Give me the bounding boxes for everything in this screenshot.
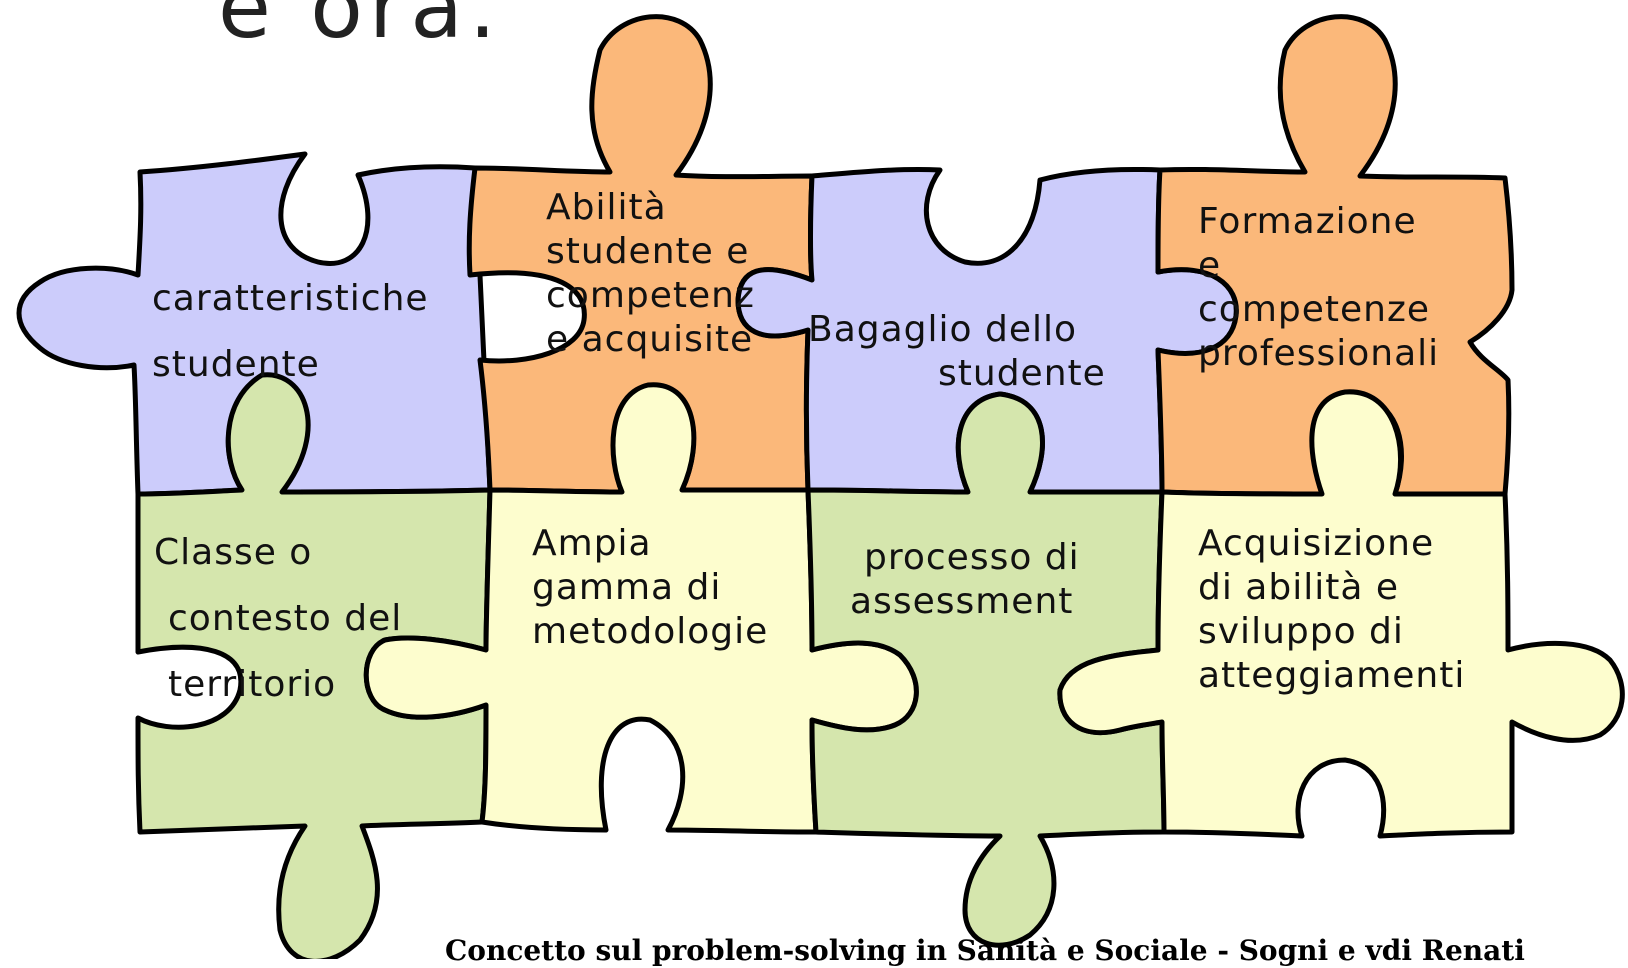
label-abilita-studente: Abilità studente e competenz e acquisite [546, 186, 755, 362]
label-bagaglio-studente: Bagaglio dello studente [808, 308, 1106, 396]
label-line: Ampia [532, 522, 768, 566]
label-line: competenz [546, 274, 755, 318]
label-formazione-competenze: Formazione e competenze professionali [1198, 200, 1439, 376]
label-line: studente [808, 352, 1106, 396]
label-line: Acquisizione [1198, 522, 1465, 566]
label-line: sviluppo di [1198, 610, 1465, 654]
label-line: e acquisite [546, 318, 755, 362]
label-line: contesto del [154, 586, 402, 652]
label-line: competenze [1198, 288, 1439, 332]
label-caratteristiche-studente: caratteristiche studente [152, 266, 429, 398]
slide-footer: Concetto sul problem-solving in Sanità e… [445, 934, 1525, 968]
slide-heading: e ora. [218, 0, 502, 58]
label-line: assessment [850, 580, 1080, 624]
label-line: Bagaglio dello [808, 308, 1106, 352]
label-line: Abilità [546, 186, 755, 230]
label-acquisizione-abilita: Acquisizione di abilità e sviluppo di at… [1198, 522, 1465, 698]
label-line: Formazione [1198, 200, 1439, 244]
label-line: processo di [850, 536, 1080, 580]
label-classe-contesto: Classe o contesto del territorio [154, 520, 402, 718]
label-line: professionali [1198, 332, 1439, 376]
label-line: metodologie [532, 610, 768, 654]
label-line: studente [152, 332, 429, 398]
label-gamma-metodologie: Ampia gamma di metodologie [532, 522, 768, 654]
label-line: gamma di [532, 566, 768, 610]
label-line: caratteristiche [152, 266, 429, 332]
label-line: e [1198, 244, 1439, 288]
label-line: di abilità e [1198, 566, 1465, 610]
label-line: territorio [154, 652, 402, 718]
label-processo-assessment: processo di assessment [850, 536, 1080, 624]
label-line: Classe o [154, 520, 402, 586]
label-line: studente e [546, 230, 755, 274]
label-line: atteggiamenti [1198, 654, 1465, 698]
